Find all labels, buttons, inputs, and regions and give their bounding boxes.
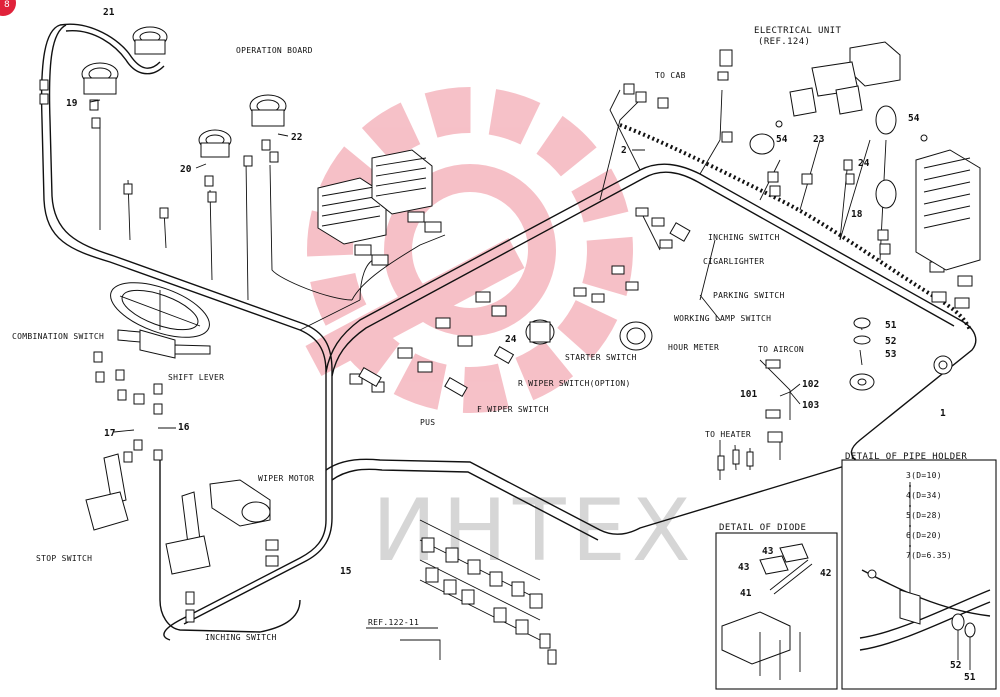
callout-52: 52 xyxy=(885,336,896,347)
pipe-row-2: 4(D=34) xyxy=(906,491,942,500)
bottom-connector-cluster xyxy=(400,519,557,665)
pipe-holder-title: DETAIL OF PIPE HOLDER xyxy=(845,452,967,462)
board-connectors xyxy=(317,149,433,245)
callout-22: 22 xyxy=(291,132,302,143)
label-shift-lever: SHIFT LEVER xyxy=(168,373,224,382)
label-pus: PUS xyxy=(420,418,435,427)
watermark-text: ИНТЕХ xyxy=(372,481,697,581)
label-to-aircon: TO AIRCON xyxy=(758,345,804,354)
pipe-row-4: 6(D=20) xyxy=(906,531,942,540)
callout-21: 21 xyxy=(103,7,115,18)
callout-53: 53 xyxy=(885,349,897,360)
corner-badge xyxy=(0,0,16,16)
pipe-callout-51: 51 xyxy=(964,672,976,683)
diode-callout-43a: 43 xyxy=(762,546,774,557)
label-electrical-unit: ELECTRICAL UNIT xyxy=(754,26,841,36)
label-to-heater: TO HEATER xyxy=(705,430,751,439)
wiper-motor xyxy=(209,479,271,527)
small-plugs xyxy=(39,49,973,623)
callout-24b: 24 xyxy=(505,334,517,345)
callout-54b: 54 xyxy=(908,113,920,124)
detail-diode-box: DETAIL OF DIODE 43 43 42 41 xyxy=(715,523,838,690)
panel-switches xyxy=(358,222,691,398)
electrical-unit-parts xyxy=(749,41,981,271)
callout-103: 103 xyxy=(802,400,819,411)
callout-2: 2 xyxy=(621,145,627,156)
label-electrical-unit-ref: (REF.124) xyxy=(758,37,810,47)
label-combination-switch: COMBINATION SWITCH xyxy=(12,332,104,341)
callout-101: 101 xyxy=(740,389,757,400)
pedals xyxy=(85,453,211,575)
gauges xyxy=(81,26,287,158)
label-inching-switch-bottom: INCHING SWITCH xyxy=(205,633,277,642)
callout-15: 15 xyxy=(340,566,352,577)
label-f-wiper-switch: F WIPER SWITCH xyxy=(477,405,549,414)
diode-callout-41: 41 xyxy=(740,588,752,599)
corrugated-tube xyxy=(619,123,972,331)
watermark-logo xyxy=(305,87,633,413)
detail-pipe-holder-box: DETAIL OF PIPE HOLDER 3(D=10) 4(D=34) 5(… xyxy=(841,452,997,690)
callout-16: 16 xyxy=(178,422,190,433)
labels: ELECTRICAL UNIT (REF.124) OPERATION BOAR… xyxy=(12,26,841,642)
pipe-row-3: 5(D=28) xyxy=(906,511,942,520)
callout-24a: 24 xyxy=(858,158,870,169)
callout-19: 19 xyxy=(66,98,78,109)
callout-51: 51 xyxy=(885,320,897,331)
callouts: 21 19 20 22 2 54 23 54 24 18 51 52 53 1 … xyxy=(66,7,946,577)
diode-callout-42: 42 xyxy=(820,568,831,579)
label-stop-switch: STOP SWITCH xyxy=(36,554,92,563)
label-ref-122: REF.122-11 xyxy=(368,618,419,627)
callout-54a: 54 xyxy=(776,134,788,145)
label-cigarlighter: CIGARLIGHTER xyxy=(703,257,764,266)
callout-18: 18 xyxy=(851,209,863,220)
pipe-row-5: 7(D=6.35) xyxy=(906,551,952,560)
label-wiper-motor: WIPER MOTOR xyxy=(258,474,314,483)
label-working-lamp-switch: WORKING LAMP SWITCH xyxy=(674,314,771,323)
callout-20: 20 xyxy=(180,164,192,175)
pipe-row-1: 3(D=10) xyxy=(906,471,942,480)
corner-badge-text: 8 xyxy=(4,0,10,10)
detail-diode-title: DETAIL OF DIODE xyxy=(719,523,806,533)
label-inching-switch-top: INCHING SWITCH xyxy=(708,233,780,242)
callout-23: 23 xyxy=(813,134,825,145)
pipe-callout-52: 52 xyxy=(950,660,961,671)
label-starter-switch: STARTER SWITCH xyxy=(565,353,637,362)
label-hour-meter: HOUR METER xyxy=(668,343,719,352)
label-operation-board: OPERATION BOARD xyxy=(236,46,313,55)
steering-wheel xyxy=(110,282,211,359)
callout-17: 17 xyxy=(104,428,115,439)
callout-1: 1 xyxy=(940,408,946,419)
diode-callout-43b: 43 xyxy=(738,562,750,573)
label-r-wiper-switch: R WIPER SWITCH(OPTION) xyxy=(518,379,631,388)
main-harness xyxy=(40,23,977,641)
callout-102: 102 xyxy=(802,379,819,390)
label-parking-switch: PARKING SWITCH xyxy=(713,291,785,300)
label-to-cab: TO CAB xyxy=(655,71,686,80)
washers xyxy=(849,317,953,391)
